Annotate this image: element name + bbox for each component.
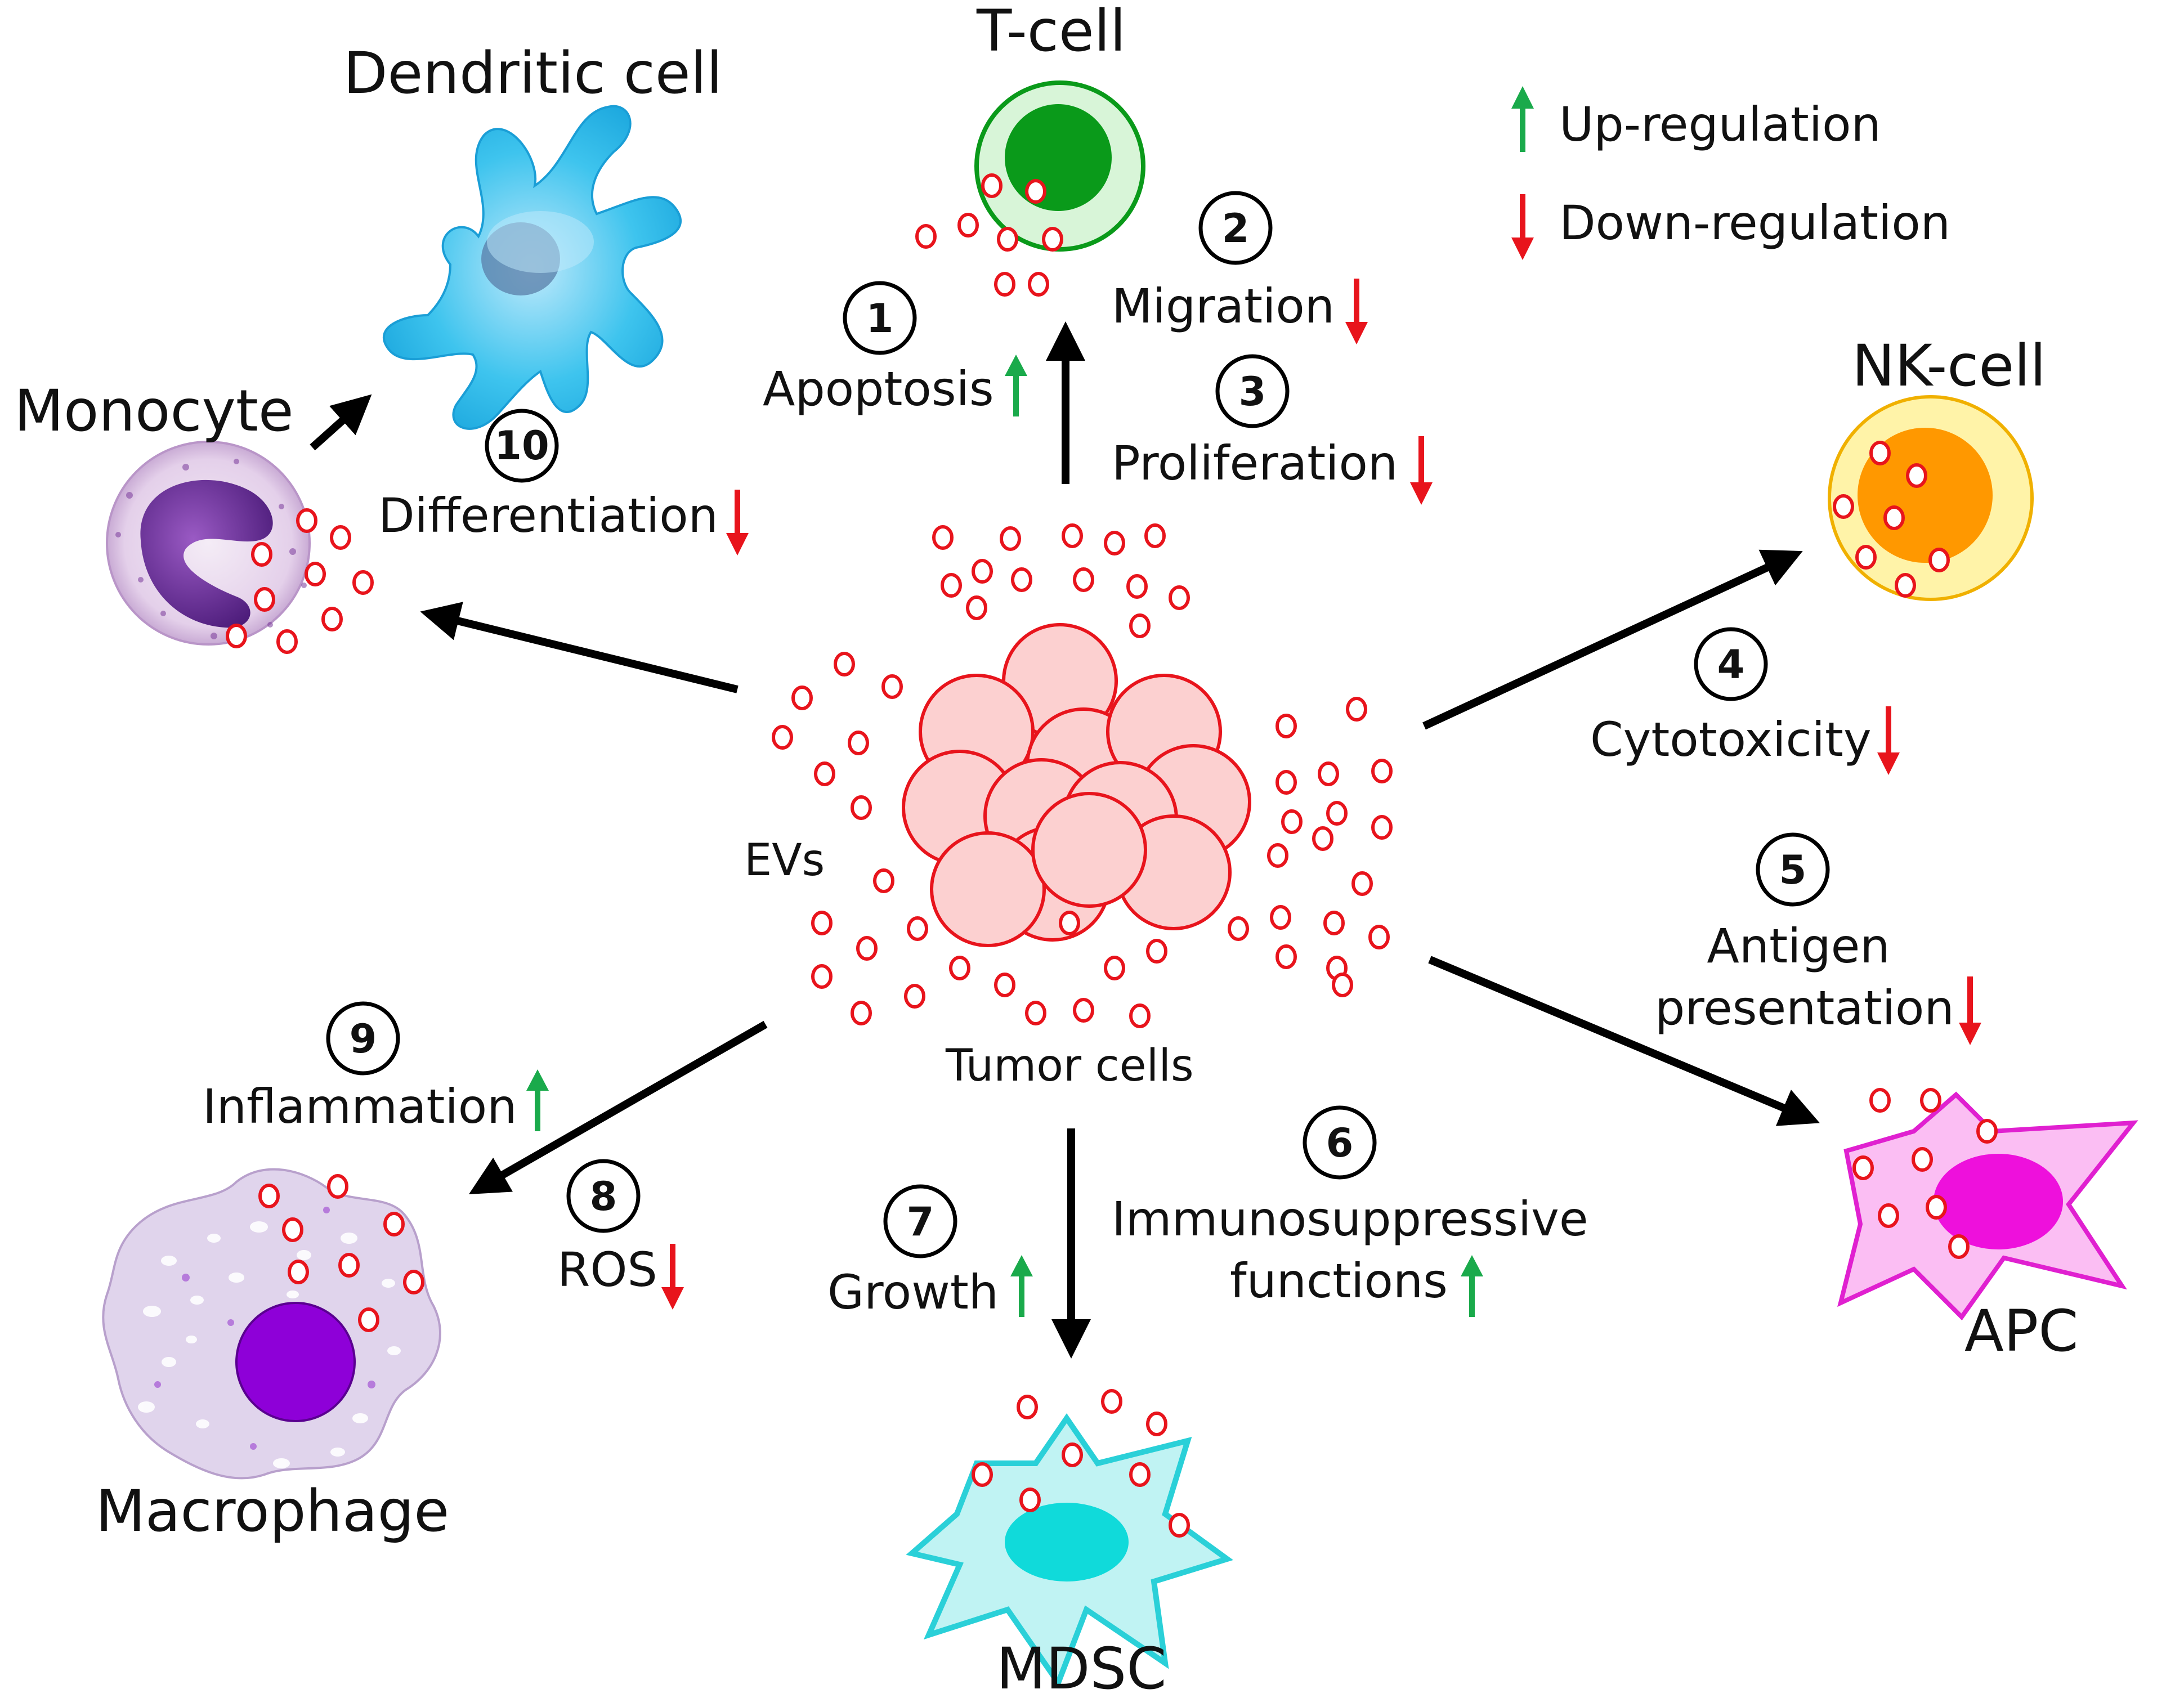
macrophage (102, 1168, 441, 1480)
up-arrow-icon (526, 1069, 549, 1131)
t-cell-nucleus (1005, 104, 1112, 211)
effect-5: 5 Antigen presentation (1655, 832, 1981, 1045)
effect-label-line1: Immunosuppressive (1112, 1191, 1588, 1247)
step-badge (1756, 832, 1830, 907)
step-badge (883, 1184, 957, 1258)
effect-3: 3 Proliferation (1112, 354, 1433, 505)
up-arrow-icon (1461, 1255, 1483, 1317)
step-number: 4 (1717, 642, 1745, 688)
monocyte (106, 441, 374, 654)
step-number: 5 (1779, 847, 1807, 893)
dendritic-cell-title: Dendritic cell (343, 40, 722, 107)
effect-label-line1: Antigen (1707, 919, 1890, 974)
step-number: 1 (866, 295, 894, 342)
effect-label: Differentiation (378, 488, 718, 543)
pathway-arrows (310, 321, 1820, 1359)
step-number: 3 (1239, 369, 1266, 415)
up-arrow-icon (1005, 355, 1027, 416)
legend: Up-regulation Down-regulation (1511, 86, 1950, 260)
step-badge (1303, 1105, 1377, 1180)
monocyte-title: Monocyte (14, 378, 294, 445)
effect-label: Inflammation (203, 1079, 517, 1134)
effect-label-line2: presentation (1655, 980, 1954, 1036)
down-arrow-icon (1877, 706, 1900, 775)
macrophage-nucleus (235, 1302, 356, 1422)
step-badge (1694, 627, 1768, 701)
effect-10: 10 Differentiation (378, 409, 749, 555)
step-badge (843, 281, 917, 355)
arrow-monocyte-to-dendritic (310, 394, 372, 451)
step-badge (485, 409, 559, 483)
arrow-to-monocyte (420, 602, 739, 693)
effect-7: 7 Growth (827, 1184, 1033, 1320)
effect-label: Cytotoxicity (1590, 712, 1872, 767)
step-number: 10 (494, 423, 549, 469)
t-cell-title: T-cell (976, 0, 1126, 65)
step-number: 6 (1326, 1120, 1354, 1166)
t-cell (915, 80, 1145, 297)
step-badge (1198, 191, 1273, 265)
effect-label-line2: functions (1230, 1253, 1448, 1309)
nk-cell (1828, 395, 2034, 601)
dendritic-cell (383, 105, 682, 430)
down-arrow-icon (1410, 436, 1433, 505)
step-number: 9 (350, 1016, 377, 1062)
effect-label: Migration (1112, 279, 1335, 334)
nk-cell-title: NK-cell (1852, 333, 2046, 400)
effect-2: 2 Migration (1112, 191, 1368, 344)
mdsc-title: MDSC (996, 1636, 1167, 1702)
tumor-cells-label: Tumor cells (945, 1041, 1194, 1091)
monocyte-nucleus (140, 480, 273, 628)
step-badge (566, 1159, 641, 1233)
down-arrow-icon (1959, 976, 1981, 1045)
tumor-cell (930, 831, 1046, 947)
dendritic-cell-highlight (487, 211, 594, 273)
effect-4: 4 Cytotoxicity (1590, 627, 1900, 775)
step-badge (326, 1001, 400, 1076)
effect-label: Apoptosis (763, 361, 994, 416)
mdsc (906, 1389, 1234, 1689)
legend-up-label: Up-regulation (1559, 97, 1881, 152)
legend-up-arrow-icon (1511, 86, 1534, 152)
effect-label: ROS (557, 1242, 657, 1297)
down-arrow-icon (661, 1244, 684, 1310)
legend-down-label: Down-regulation (1559, 195, 1950, 250)
effect-label: Proliferation (1112, 436, 1398, 491)
apc-nucleus (1934, 1154, 2063, 1249)
step-number: 2 (1222, 205, 1250, 252)
step-number: 7 (907, 1199, 934, 1245)
mdsc-nucleus (1005, 1503, 1129, 1581)
up-arrow-icon (1010, 1255, 1033, 1317)
ev-label: EVs (744, 835, 825, 886)
effect-1: 1 Apoptosis (763, 281, 1027, 416)
step-number: 8 (590, 1173, 617, 1220)
tumor-cluster (902, 623, 1251, 947)
apc (1837, 1088, 2138, 1321)
step-badge (1215, 354, 1290, 428)
arrow-to-nk-cell (1422, 549, 1803, 730)
macrophage-title: Macrophage (96, 1478, 449, 1545)
arrow-to-apc (1428, 956, 1820, 1126)
legend-down-arrow-icon (1511, 194, 1534, 260)
effect-6: 6 Immunosuppressive functions (1112, 1105, 1588, 1317)
down-arrow-icon (726, 490, 749, 555)
tumor-cell (1031, 792, 1147, 908)
effect-8: 8 ROS (557, 1159, 684, 1310)
down-arrow-icon (1345, 279, 1368, 344)
arrow-to-macrophage (468, 1020, 768, 1194)
ev-cloud (772, 523, 1393, 1028)
effect-9: 9 Inflammation (203, 1001, 549, 1134)
effect-label: Growth (827, 1265, 999, 1320)
apc-title: APC (1964, 1298, 2079, 1365)
